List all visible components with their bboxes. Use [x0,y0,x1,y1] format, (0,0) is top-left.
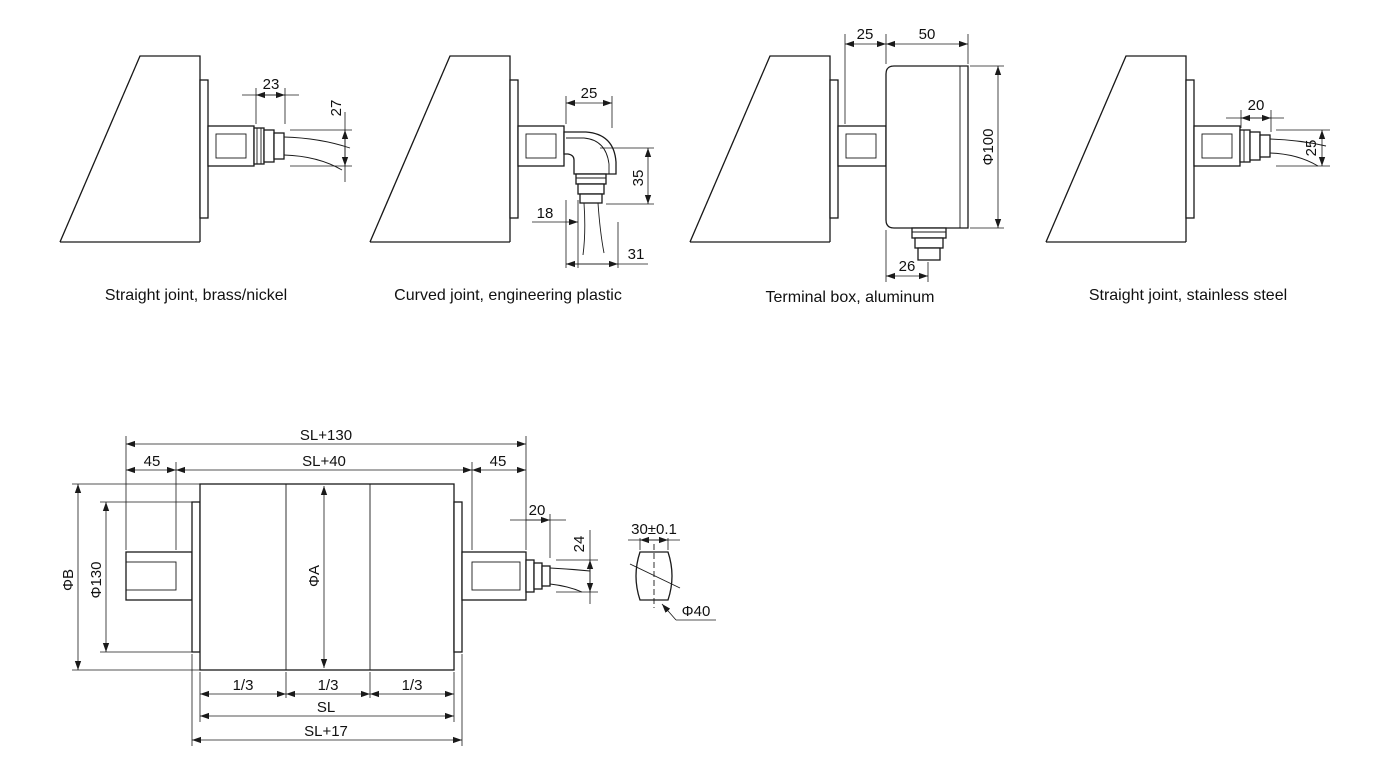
view-curved-joint-plastic: 25 35 18 31 Curved joint, engineering pl… [369,55,654,304]
view-straight-joint-stainless: 20 25 Straight joint, stainless steel [1045,55,1330,304]
dim-phi40: Φ40 [682,603,711,620]
view-straight-joint-brass: 23 27 Straight joint, brass/nickel [59,55,352,304]
dim-25-box: 25 [857,26,874,43]
dim-27: 27 [328,100,345,117]
dim-20-main: 20 [529,502,546,519]
dim-sl40: SL+40 [302,453,346,470]
dim-24: 24 [571,536,588,553]
caption-straight-joint-brass: Straight joint, brass/nickel [105,287,287,304]
dim-sl130: SL+130 [300,427,352,444]
dim-45-left: 45 [144,453,161,470]
dim-third-1: 1/3 [233,677,254,694]
caption-straight-joint-stainless: Straight joint, stainless steel [1089,287,1287,304]
dim-23: 23 [263,76,280,93]
shaft-section-view: 30±0.1 Φ40 [628,521,716,621]
dim-sl17: SL+17 [304,723,348,740]
dim-sl: SL [317,699,335,716]
dim-phi-a: ΦA [306,565,323,587]
dim-50: 50 [919,26,936,43]
dim-third-2: 1/3 [318,677,339,694]
dim-31: 31 [628,246,645,263]
dim-45-right: 45 [490,453,507,470]
view-terminal-box-aluminum: 25 50 Φ100 26 Terminal box, aluminum [689,26,1004,306]
dim-phi130: Φ130 [88,562,105,599]
caption-terminal-box: Terminal box, aluminum [766,289,935,306]
dim-30-tolerance: 30±0.1 [631,521,677,538]
caption-curved-joint-plastic: Curved joint, engineering plastic [394,287,622,304]
dim-35: 35 [630,170,647,187]
dim-18: 18 [537,205,554,222]
dim-25-curved: 25 [581,85,598,102]
dim-20-stainless: 20 [1248,97,1265,114]
dim-25-stainless: 25 [1303,140,1320,157]
main-roller-view: SL+130 45 SL+40 45 20 24 ΦB Φ130 ΦA [60,427,598,746]
dim-third-3: 1/3 [402,677,423,694]
dim-phi100: Φ100 [980,129,997,166]
dim-phi-b: ΦB [60,569,77,591]
dim-26: 26 [899,258,916,275]
